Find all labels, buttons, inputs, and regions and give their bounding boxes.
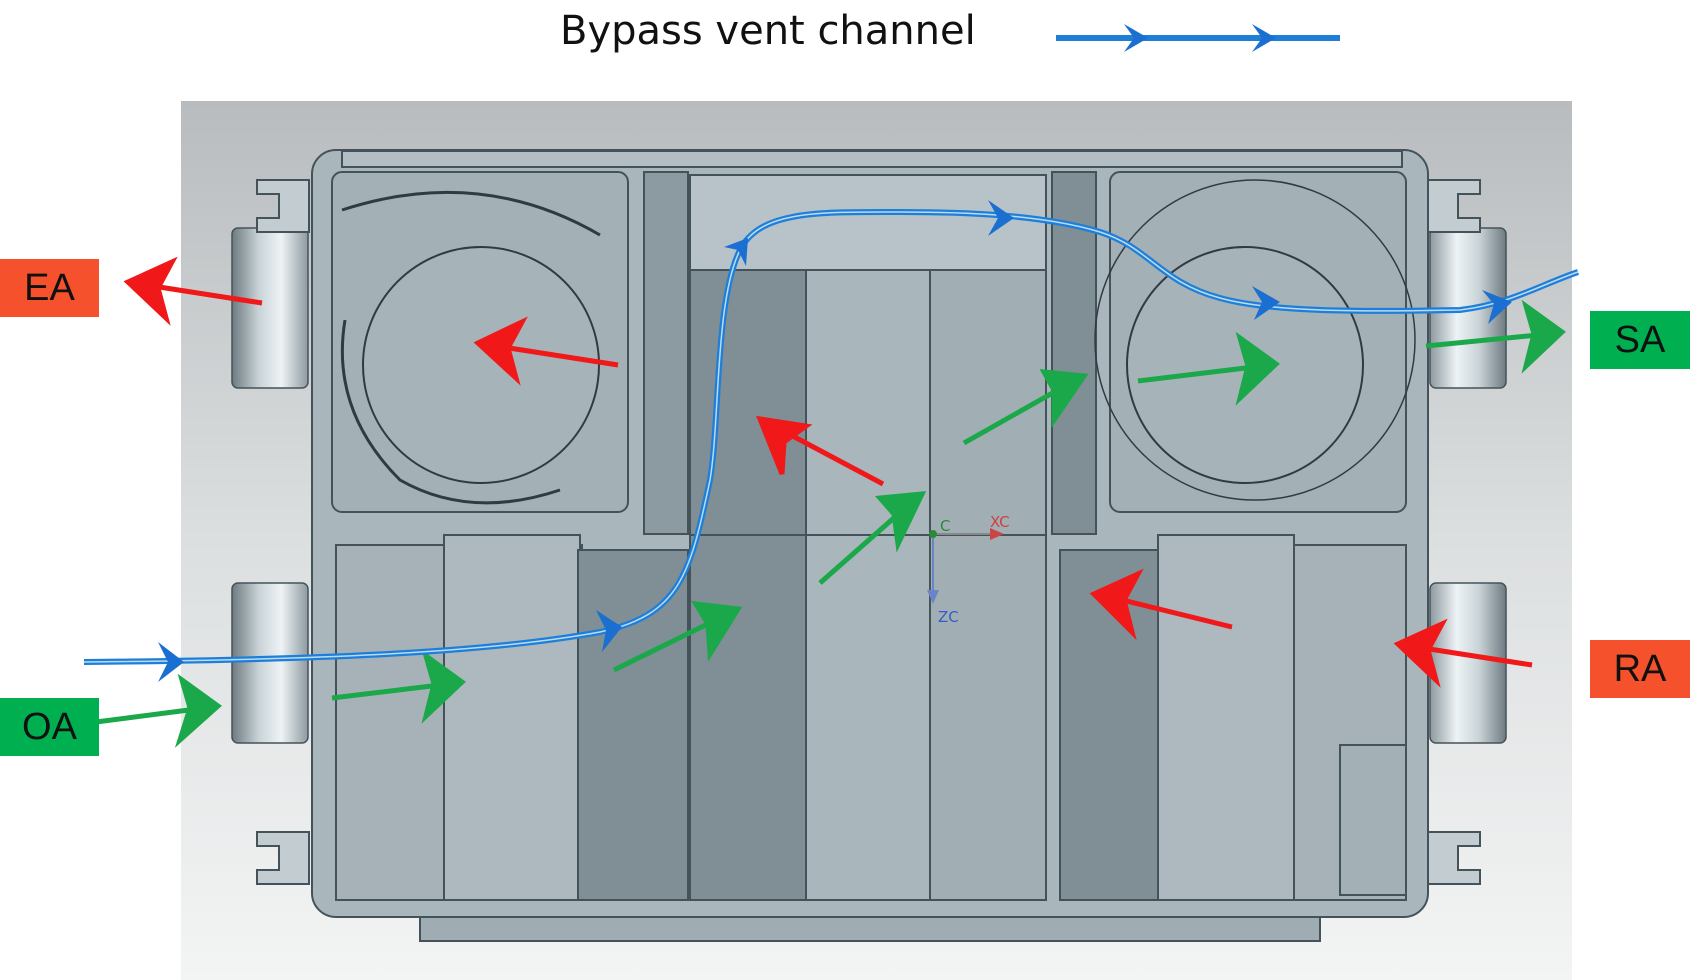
bypass-arrow-1 [158,642,184,682]
legend-label: Bypass vent channel [560,8,976,54]
green-arrow-core-upper [962,369,1089,446]
bypass-arrow-5 [1252,286,1280,320]
green-arrow-sa-out [1425,299,1566,374]
green-arrow-oa-in [95,673,222,748]
ea-label: EA [0,259,99,317]
green-arrow-left-lower [331,649,466,724]
red-arrow-ra-in [1393,618,1533,688]
supply-fan [1094,179,1416,501]
ra-label: RA [1590,640,1690,698]
bypass-arrow-6 [1482,290,1512,324]
bypass-arrowheads [158,200,1512,682]
axis-zc-label: ZC [938,608,959,626]
axis-origin-label: C [940,517,950,535]
sa-label: SA [1590,311,1690,369]
duct-ra [1429,582,1507,744]
axis-xc-label: XC [990,513,1010,531]
green-arrow-core-left [612,600,743,673]
supply-airflow-arrows [95,299,1566,748]
red-arrow-fan-left [473,316,619,386]
duct-ea [231,227,309,389]
bypass-arrow-2 [596,610,622,652]
duct-oa [231,582,309,744]
red-arrow-core-upper [756,415,885,487]
oa-label: OA [0,698,99,756]
exhaust-fan [340,190,601,505]
mounting-brackets [256,179,1481,885]
red-arrow-ea-out [123,256,263,326]
red-arrow-core-lower [1089,568,1233,641]
exhaust-airflow-arrows [123,256,1533,688]
bypass-arrow-3 [724,238,748,266]
green-arrow-fan-right [1137,331,1280,406]
coordinate-triad: C XC ZC [927,513,1010,626]
green-arrow-core-center [818,491,927,585]
legend-bypass-line [1056,24,1340,52]
bypass-channel-path [83,208,1579,665]
bypass-arrow-4 [988,200,1014,236]
